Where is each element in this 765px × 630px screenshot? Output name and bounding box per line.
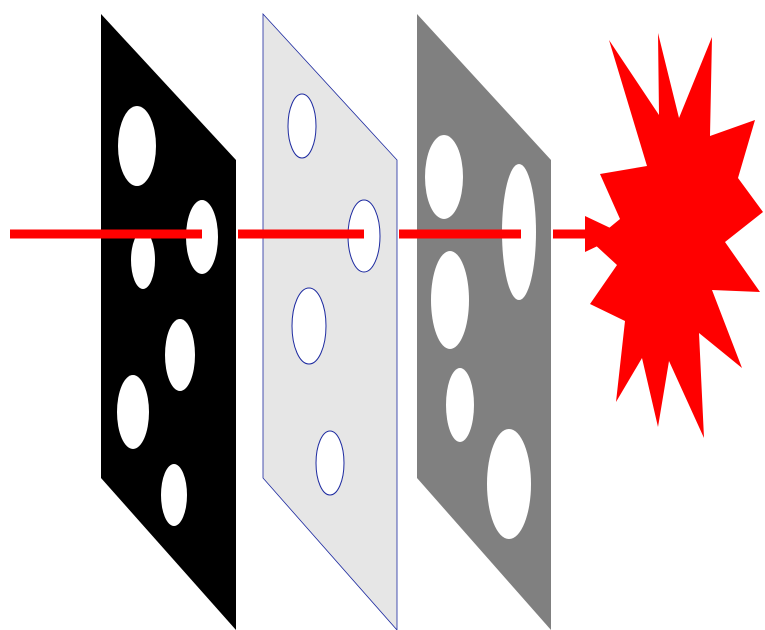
black-layer-hole [165,319,195,391]
black-layer [101,14,236,630]
light-gray-layer [263,14,397,630]
light-gray-layer-hole [288,94,316,158]
accident-burst [590,33,763,438]
black-layer-hole [131,231,155,289]
dark-gray-layer [417,14,551,630]
dark-gray-layer-hole [487,429,531,539]
black-layer-hole [161,464,187,526]
dark-gray-layer-hole [431,251,469,349]
black-layer-panel [101,14,236,630]
light-gray-layer-hole [292,288,326,364]
black-layer-hole [118,106,156,186]
light-gray-layer-panel [263,14,397,630]
black-layer-hole [117,375,149,449]
dark-gray-layer-hole [446,368,474,442]
dark-gray-layer-hole [425,135,463,219]
light-gray-layer-hole [316,431,344,495]
